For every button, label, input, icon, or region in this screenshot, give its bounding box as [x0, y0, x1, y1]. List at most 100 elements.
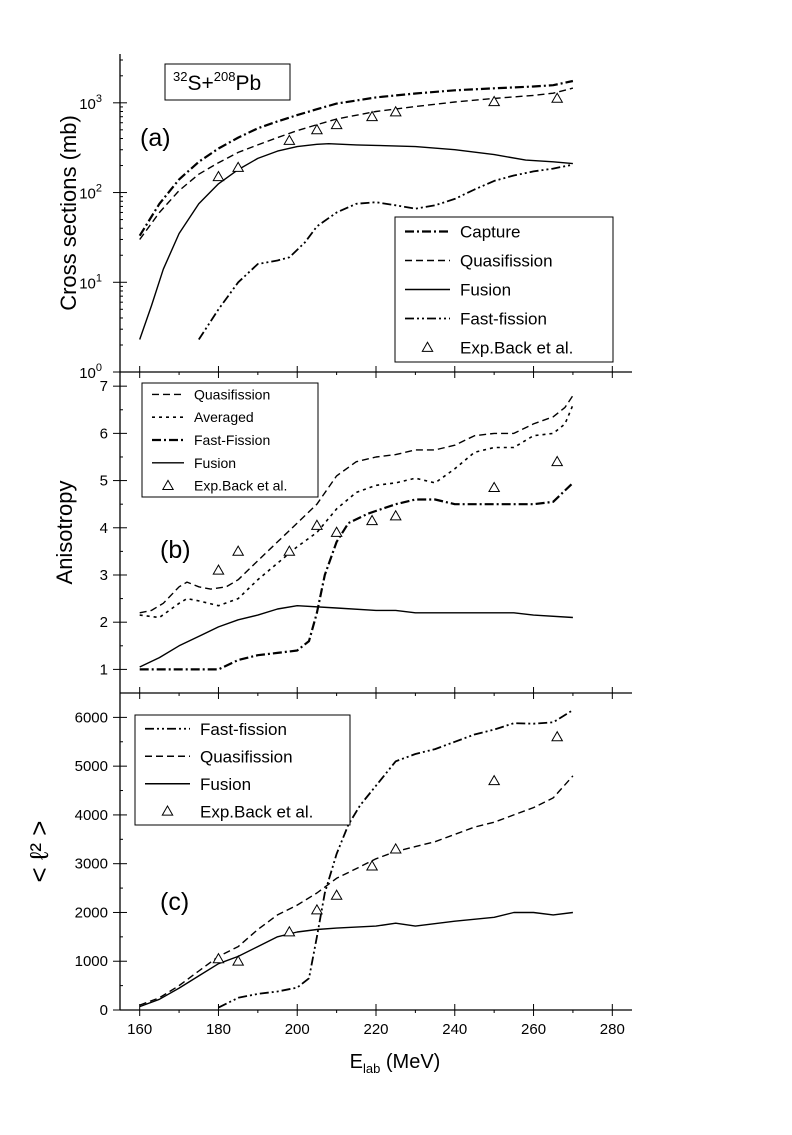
- y-tick-label: 5000: [75, 758, 108, 775]
- reaction-label-sup1: 32: [173, 69, 187, 84]
- data-point-triangle: [310, 519, 323, 530]
- y-tick-exponent: 2: [96, 183, 102, 195]
- legend-marker-triangle: [421, 341, 434, 352]
- legend-label: Quasifission: [460, 252, 553, 271]
- legend-box: [394, 216, 614, 363]
- legend-label: Quasifission: [200, 747, 293, 766]
- y-tick-label: 2000: [75, 904, 108, 921]
- data-point-triangle: [330, 118, 343, 130]
- y-tick-label: 100: [79, 362, 102, 382]
- y-tick-label: 5: [100, 473, 108, 490]
- data-point-triangle: [488, 481, 501, 493]
- y-tick-label: 3: [100, 567, 108, 584]
- legend-label: Fusion: [460, 281, 511, 300]
- legend-box: [134, 714, 351, 826]
- legend-label: Fusion: [194, 455, 236, 471]
- panel-label: (b): [160, 536, 191, 564]
- panel-label: (a): [140, 124, 171, 152]
- data-point-triangle: [232, 161, 245, 172]
- data-point-triangle: [232, 545, 245, 556]
- series-line-fusion: [139, 911, 573, 1008]
- legend-label: Capture: [460, 223, 520, 242]
- y-tick-mantissa: 10: [79, 365, 96, 382]
- x-tick-label: 220: [363, 1021, 388, 1038]
- reaction-label: 32S+208Pb: [173, 69, 261, 95]
- data-point-triangle: [212, 952, 225, 964]
- x-axis-label: Elab (MeV): [350, 1051, 441, 1076]
- y-tick-exponent: 1: [96, 272, 102, 284]
- y-tick-label: 102: [79, 183, 102, 203]
- y-tick-exponent: 3: [96, 93, 102, 105]
- legend: QuasifissionAveragedFast-FissionFusionEx…: [141, 382, 319, 498]
- legend: CaptureQuasifissionFusionFast-fissionExp…: [394, 216, 614, 363]
- x-tick-label: 280: [600, 1021, 625, 1038]
- legend-label: Quasifission: [194, 386, 270, 402]
- data-point-triangle: [389, 509, 402, 521]
- data-point-triangle: [389, 842, 402, 854]
- y-tick-label: 7: [100, 378, 108, 395]
- panel-b: 1234567Anisotropy(b)QuasifissionAveraged…: [52, 372, 632, 699]
- data-point-triangle: [488, 774, 501, 786]
- series-line-quasifission: [139, 395, 574, 614]
- series-line-fusion: [139, 605, 573, 668]
- y-tick-mantissa: 10: [79, 96, 96, 113]
- y-tick-mantissa: 10: [79, 186, 96, 203]
- data-point-triangle: [365, 110, 379, 122]
- legend-label: Fast-fission: [200, 720, 287, 739]
- data-point-triangle: [310, 903, 323, 915]
- data-point-triangle: [365, 859, 379, 871]
- y-tick-label: 6000: [75, 709, 108, 726]
- data-point-triangle: [488, 95, 501, 107]
- x-tick-label: 260: [521, 1021, 546, 1038]
- legend-label: Fast-fission: [460, 310, 547, 329]
- x-tick-label: 180: [206, 1021, 231, 1038]
- data-point-triangle: [310, 123, 323, 135]
- y-tick-label: 6: [100, 425, 108, 442]
- x-tick-label: 240: [442, 1021, 467, 1038]
- data-point-triangle: [551, 455, 564, 467]
- legend-label: Fast-Fission: [194, 432, 270, 448]
- y-tick-exponent: 0: [96, 362, 102, 374]
- data-point-triangle: [212, 564, 225, 575]
- reaction-label-box: 32S+208Pb: [164, 63, 291, 101]
- series-line-fast-fission: [218, 709, 574, 1009]
- panel-label: (c): [160, 888, 189, 916]
- y-tick-label: 2: [100, 614, 108, 631]
- data-point-triangle: [365, 514, 379, 526]
- x-tick-label: 200: [285, 1021, 310, 1038]
- legend-marker-triangle: [161, 479, 175, 490]
- y-tick-label: 0: [100, 1002, 108, 1019]
- series-line-fusion: [139, 143, 573, 340]
- data-point-triangle: [283, 545, 296, 556]
- data-point-triangle: [212, 170, 225, 182]
- legend-marker-triangle: [161, 805, 174, 816]
- legend-label: Exp.Back et al.: [200, 802, 313, 821]
- legend-label: Averaged: [194, 409, 254, 425]
- series-line-fast-fission: [139, 482, 574, 671]
- legend-label: Fusion: [200, 775, 251, 794]
- data-point-triangle: [551, 92, 564, 103]
- x-axis-label-unit: (MeV): [380, 1051, 440, 1073]
- y-tick-mantissa: 10: [79, 275, 96, 292]
- legend-label: Exp.Back et al.: [460, 339, 573, 358]
- y-tick-label: 4: [100, 520, 108, 537]
- legend-label: Exp.Back et al.: [194, 478, 287, 494]
- y-tick-label: 101: [79, 272, 102, 292]
- x-axis-label-sub: lab: [363, 1061, 380, 1076]
- data-point-triangle: [232, 955, 245, 966]
- y-axis-label: < ℓ² >: [24, 821, 54, 883]
- series-line-averaged: [139, 404, 574, 619]
- data-point-triangle: [283, 925, 296, 937]
- x-axis-label-main: E: [350, 1051, 363, 1073]
- reaction-label-sup2: 208: [214, 69, 236, 84]
- data-point-triangle: [330, 889, 343, 900]
- data-point-triangle: [389, 105, 402, 117]
- y-tick-label: 3000: [75, 856, 108, 873]
- reaction-label-base: S+: [187, 72, 213, 95]
- data-point-triangle: [330, 526, 343, 537]
- data-point-triangle: [551, 730, 564, 742]
